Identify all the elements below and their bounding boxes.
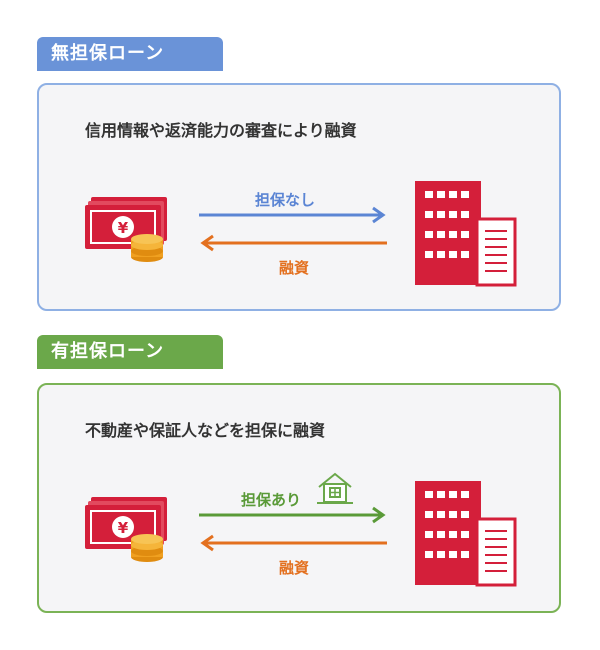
secured-loan-tag: 有担保ローン (37, 335, 223, 369)
money-stack-icon: ¥ (85, 197, 167, 262)
right-arrow (199, 506, 386, 524)
left-arrow (200, 234, 387, 252)
bottom-arrow-label: 融資 (279, 559, 310, 577)
unsecured-description: 信用情報や返済能力の審査により融資 (85, 121, 357, 140)
left-arrow (200, 534, 387, 552)
right-arrow (199, 206, 386, 224)
unsecured-loan-panel: 信用情報や返済能力の審査により融資 ¥ 担保なし 融資 (37, 83, 561, 311)
secured-description: 不動産や保証人などを担保に融資 (85, 421, 326, 440)
top-arrow-label: 担保あり (241, 491, 302, 509)
top-arrow-label: 担保なし (255, 191, 316, 209)
bottom-arrow-label: 融資 (279, 259, 310, 277)
building-icon (415, 481, 517, 587)
svg-text:¥: ¥ (118, 519, 129, 537)
unsecured-loan-tag: 無担保ローン (37, 37, 223, 71)
house-icon (317, 472, 353, 504)
svg-text:¥: ¥ (118, 219, 129, 237)
building-icon (415, 181, 517, 287)
money-stack-icon: ¥ (85, 497, 167, 562)
secured-loan-panel: 不動産や保証人などを担保に融資 ¥ 担保あり 融資 (37, 383, 561, 613)
